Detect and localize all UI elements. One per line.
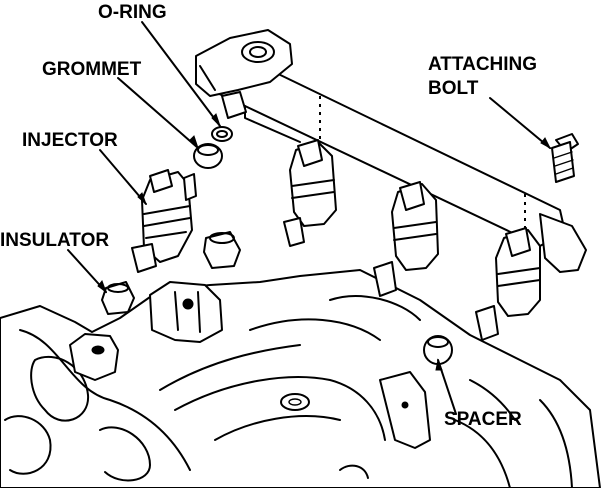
- spacer-part: [423, 335, 453, 365]
- injector-exploded: [131, 169, 197, 273]
- intake-manifold: [0, 269, 601, 488]
- injector-leader: [99, 149, 147, 205]
- attaching-bolt-label-line1: ATTACHING: [428, 54, 537, 75]
- grommet-label: GROMMET: [42, 59, 142, 80]
- grommet-leader: [117, 77, 199, 149]
- leader-lines: [67, 21, 552, 415]
- o-ring-leader: [141, 21, 221, 127]
- grommet-part: [193, 143, 223, 169]
- installed-injectors: [283, 139, 541, 341]
- labels: O-RING GROMMET INJECTOR INSULATOR ATTACH…: [0, 2, 537, 430]
- insulator-parts: [101, 231, 241, 315]
- insulator-label: INSULATOR: [0, 230, 109, 251]
- attaching-bolt-leader: [489, 97, 551, 149]
- injector-label: INJECTOR: [22, 130, 118, 151]
- o-ring-part: [211, 126, 233, 142]
- spacer-label: SPACER: [444, 409, 522, 430]
- fuel-rail: [195, 29, 587, 273]
- attaching-bolt-label-line2: BOLT: [428, 78, 479, 99]
- o-ring-label: O-RING: [98, 2, 167, 23]
- attaching-bolt: [551, 133, 579, 183]
